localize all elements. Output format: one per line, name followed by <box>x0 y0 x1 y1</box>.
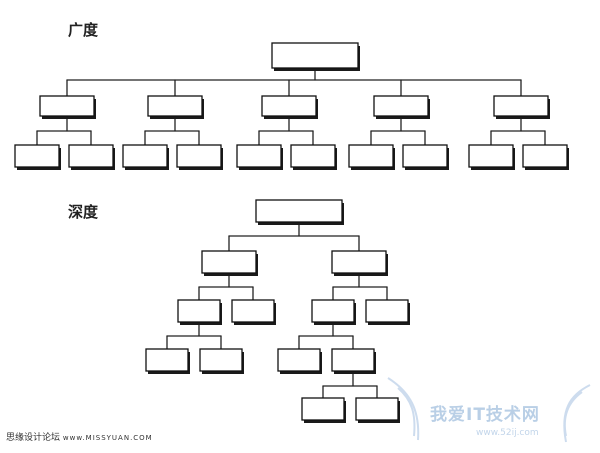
breadth-level2-node-3-b-box <box>290 144 336 168</box>
depth-level3-node-3 <box>277 348 322 374</box>
breadth-level1-node-3-box <box>261 95 317 117</box>
breadth-level2-node-3-b <box>290 144 337 170</box>
breadth-root-node <box>271 42 360 71</box>
diagram-nodes <box>14 42 569 423</box>
watermark-wings-graphic <box>387 377 591 443</box>
depth-level4-node-1 <box>301 397 346 423</box>
depth-level2-node-1-box <box>177 299 221 323</box>
connector-lines <box>36 70 546 399</box>
breadth-level2-node-5-b <box>522 144 569 170</box>
watermark-wing-right <box>563 384 591 443</box>
depth-level2-node-3 <box>311 299 356 325</box>
depth-level3-node-1 <box>145 348 190 374</box>
breadth-level2-node-2-a-box <box>122 144 168 168</box>
breadth-level1-node-1-box <box>39 95 95 117</box>
breadth-level2-node-1-a-box <box>14 144 60 168</box>
breadth-level2-node-1-a <box>14 144 61 170</box>
breadth-level2-node-5-a <box>468 144 515 170</box>
breadth-level2-node-2-b-box <box>176 144 222 168</box>
breadth-level2-node-4-a-box <box>348 144 394 168</box>
breadth-level2-node-4-a <box>348 144 395 170</box>
depth-level1-left-node-box <box>201 250 257 274</box>
breadth-level2-node-1-b-box <box>68 144 114 168</box>
breadth-level1-node-4 <box>373 95 430 119</box>
depth-level3-node-1-box <box>145 348 189 372</box>
footer-site-url: www.MISSYUAN.COM <box>62 434 153 442</box>
depth-level1-left-node <box>201 250 258 276</box>
breadth-level2-node-1-b <box>68 144 115 170</box>
breadth-level2-node-5-b-box <box>522 144 568 168</box>
breadth-level1-node-1 <box>39 95 96 119</box>
breadth-level1-node-3 <box>261 95 318 119</box>
breadth-level2-node-3-a <box>236 144 283 170</box>
breadth-level2-node-4-b <box>402 144 449 170</box>
depth-level1-right-node-box <box>331 250 387 274</box>
watermark-url: www.52ij.com <box>476 428 539 438</box>
footer-site-name: 思缘设计论坛 <box>6 433 61 443</box>
depth-root-node-box <box>255 199 343 223</box>
watermark-wing-right-inner <box>563 391 583 437</box>
depth-root-node <box>255 199 344 225</box>
depth-level3-node-2 <box>199 348 244 374</box>
breadth-level1-node-5-box <box>493 95 549 117</box>
depth-level3-node-4-box <box>331 348 375 372</box>
depth-level2-node-4 <box>365 299 410 325</box>
depth-level4-node-2 <box>355 397 400 423</box>
depth-level3-node-3-box <box>277 348 321 372</box>
depth-level2-node-2 <box>231 299 276 325</box>
breadth-level1-node-5 <box>493 95 550 119</box>
breadth-level2-node-2-b <box>176 144 223 170</box>
watermark-wing-left <box>387 377 420 441</box>
depth-level2-node-2-box <box>231 299 275 323</box>
depth-level2-node-1 <box>177 299 222 325</box>
breadth-level1-node-2 <box>147 95 204 119</box>
depth-level2-node-3-box <box>311 299 355 323</box>
breadth-level2-node-2-a <box>122 144 169 170</box>
breadth-level2-node-4-b-box <box>402 144 448 168</box>
watermark-wing-left-inner <box>397 387 416 437</box>
depth-level3-node-4 <box>331 348 376 374</box>
footer-credit: 思缘设计论坛 www.MISSYUAN.COM <box>6 432 153 444</box>
breadth-level2-node-3-a-box <box>236 144 282 168</box>
depth-level4-node-1-box <box>301 397 345 421</box>
breadth-root-node-box <box>271 42 359 69</box>
breadth-level2-node-5-a-box <box>468 144 514 168</box>
breadth-level1-node-2-box <box>147 95 203 117</box>
breadth-section-title: 广度 <box>68 21 99 39</box>
depth-level4-node-2-box <box>355 397 399 421</box>
depth-level3-node-2-box <box>199 348 243 372</box>
depth-section-title: 深度 <box>68 203 99 221</box>
watermark-title: 我爱IT技术网 <box>430 405 540 425</box>
depth-level2-node-4-box <box>365 299 409 323</box>
depth-level1-right-node <box>331 250 388 276</box>
breadth-level1-node-4-box <box>373 95 429 117</box>
